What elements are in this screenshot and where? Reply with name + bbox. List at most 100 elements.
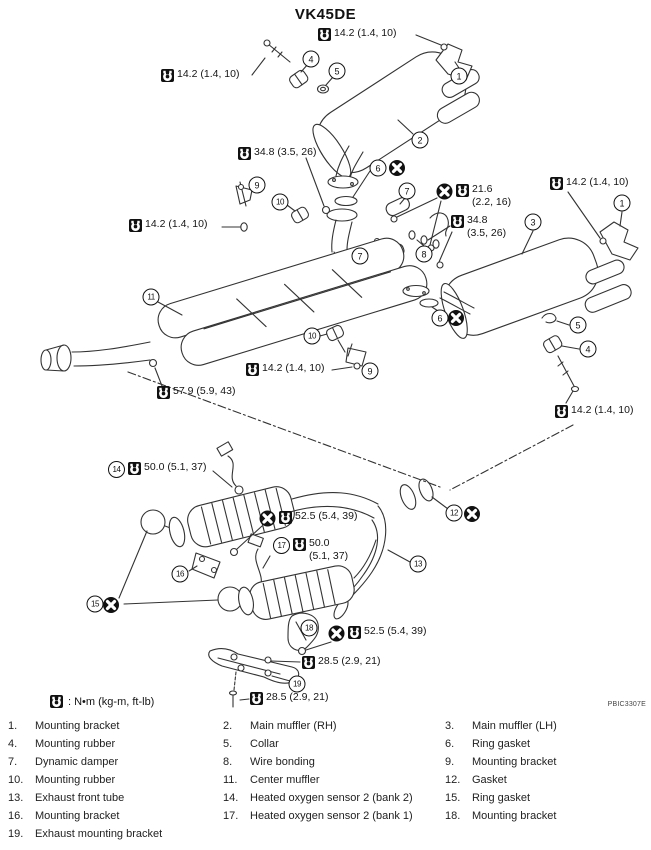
torque-wrench-icon bbox=[456, 183, 469, 201]
torque-spec: 14.2 (1.4, 10) bbox=[318, 27, 396, 45]
part-number: 9. bbox=[445, 756, 455, 768]
torque-wrench-icon bbox=[157, 385, 170, 403]
torque-value: 34.8(3.5, 26) bbox=[467, 214, 507, 239]
torque-value: 14.2 (1.4, 10) bbox=[145, 218, 208, 230]
torque-value: 14.2 (1.4, 10) bbox=[262, 362, 325, 374]
torque-wrench-icon bbox=[293, 537, 306, 551]
non-reusable-x-icon bbox=[436, 183, 453, 200]
part-callout-9: 9 bbox=[248, 176, 266, 194]
torque-wrench-icon bbox=[555, 404, 568, 418]
torque-value: 50.0(5.1, 37) bbox=[309, 537, 349, 562]
page-title: VK45DE bbox=[294, 6, 357, 23]
torque-value: 14.2 (1.4, 10) bbox=[571, 404, 634, 416]
torque-value: 14.2 (1.4, 10) bbox=[177, 68, 240, 80]
part-callout-8: 8 bbox=[415, 245, 433, 263]
torque-wrench-icon bbox=[161, 68, 174, 86]
part-number: 3. bbox=[445, 720, 455, 732]
part-number: 19. bbox=[8, 828, 24, 840]
torque-value: 14.2 (1.4, 10) bbox=[566, 176, 629, 188]
torque-wrench-icon bbox=[451, 214, 464, 228]
figure-code: PBIC3307E bbox=[607, 701, 646, 708]
part-callout-6: 6 bbox=[369, 159, 387, 177]
torque-wrench-icon bbox=[318, 27, 331, 41]
torque-spec: 52.5 (5.4, 39) bbox=[259, 510, 357, 528]
part-name: Mounting bracket bbox=[472, 810, 557, 822]
exhaust-diagram bbox=[40, 34, 639, 708]
torque-wrench-icon bbox=[129, 218, 142, 232]
part-name: Main muffler (RH) bbox=[250, 720, 337, 732]
part-name: Wire bonding bbox=[250, 756, 315, 768]
torque-wrench-icon bbox=[456, 183, 469, 197]
torque-wrench-icon bbox=[238, 146, 251, 164]
non-reusable-mark bbox=[259, 510, 276, 527]
part-number: 1. bbox=[8, 720, 18, 732]
part-number: 2. bbox=[223, 720, 233, 732]
torque-value: 21.6(2.2, 16) bbox=[472, 183, 512, 208]
torque-value: 28.5 (2.9, 21) bbox=[266, 691, 329, 703]
part-name: Heated oxygen sensor 2 (bank 1) bbox=[250, 810, 413, 822]
part-callout-5: 5 bbox=[569, 316, 587, 334]
torque-wrench-icon bbox=[50, 694, 63, 711]
non-reusable-mark bbox=[448, 310, 465, 327]
torque-wrench-icon bbox=[246, 362, 259, 380]
torque-wrench-icon bbox=[451, 214, 464, 232]
part-name: Collar bbox=[250, 738, 279, 750]
torque-spec: 14.2 (1.4, 10) bbox=[550, 176, 628, 194]
torque-wrench-icon bbox=[250, 691, 263, 705]
torque-value: 57.9 (5.9, 43) bbox=[173, 385, 236, 397]
part-callout-5: 5 bbox=[328, 62, 346, 80]
torque-wrench-icon bbox=[129, 218, 142, 236]
part-callout-10: 10 bbox=[271, 193, 289, 211]
part-callout-11: 11 bbox=[142, 288, 160, 306]
torque-spec: 14 50.0 (5.1, 37) bbox=[108, 461, 206, 479]
part-callout-7: 7 bbox=[398, 182, 416, 200]
part-callout-7: 7 bbox=[351, 247, 369, 265]
part-number: 17. bbox=[223, 810, 239, 822]
torque-wrench-icon bbox=[550, 176, 563, 194]
torque-spec: 34.8(3.5, 26) bbox=[451, 214, 506, 240]
torque-spec: 21.6(2.2, 16) bbox=[436, 183, 511, 209]
part-callout-19: 19 bbox=[288, 675, 306, 693]
torque-wrench-icon bbox=[238, 146, 251, 160]
parts-list: 1. Mounting bracket 2. Main muffler (RH) 3. M… bbox=[8, 721, 644, 840]
torque-wrench-icon bbox=[50, 694, 63, 708]
non-reusable-x-icon bbox=[448, 310, 464, 326]
part-callout-12: 12 bbox=[445, 504, 463, 522]
non-reusable-mark bbox=[103, 597, 120, 614]
part-name: Exhaust front tube bbox=[35, 792, 125, 804]
torque-legend: : N•m (kg-m, ft-lb) bbox=[50, 694, 154, 711]
torque-wrench-icon bbox=[128, 461, 141, 475]
part-callout-4: 4 bbox=[302, 50, 320, 68]
part-number: 4. bbox=[8, 738, 18, 750]
non-reusable-x-icon bbox=[259, 510, 276, 527]
non-reusable-mark bbox=[328, 625, 345, 642]
torque-spec: 28.5 (2.9, 21) bbox=[250, 691, 328, 709]
part-callout-3: 3 bbox=[524, 213, 542, 231]
torque-value: 52.5 (5.4, 39) bbox=[295, 510, 358, 522]
part-callout-14: 14 bbox=[108, 461, 125, 478]
part-number: 8. bbox=[223, 756, 233, 768]
part-number: 10. bbox=[8, 774, 24, 786]
non-reusable-mark bbox=[464, 506, 481, 523]
torque-wrench-icon bbox=[279, 510, 292, 528]
torque-wrench-icon bbox=[161, 68, 174, 82]
part-callout-16: 16 bbox=[171, 565, 189, 583]
torque-value: 50.0 (5.1, 37) bbox=[144, 461, 207, 473]
part-name: Mounting bracket bbox=[35, 810, 120, 822]
torque-spec: 14.2 (1.4, 10) bbox=[129, 218, 207, 236]
torque-wrench-icon bbox=[348, 625, 361, 639]
part-name: Heated oxygen sensor 2 (bank 2) bbox=[250, 792, 413, 804]
part-number: 16. bbox=[8, 810, 24, 822]
part-callout-18: 18 bbox=[300, 619, 318, 637]
torque-spec: 14.2 (1.4, 10) bbox=[246, 362, 324, 380]
non-reusable-mark bbox=[389, 160, 406, 177]
diagram-line-art bbox=[40, 34, 639, 708]
torque-wrench-icon bbox=[279, 510, 292, 524]
part-name: Exhaust mounting bracket bbox=[35, 828, 163, 840]
part-callout-6: 6 bbox=[431, 309, 449, 327]
part-callout-10: 10 bbox=[303, 327, 321, 345]
part-number: 18. bbox=[445, 810, 461, 822]
part-number: 15. bbox=[445, 792, 461, 804]
part-name: Ring gasket bbox=[472, 738, 531, 750]
